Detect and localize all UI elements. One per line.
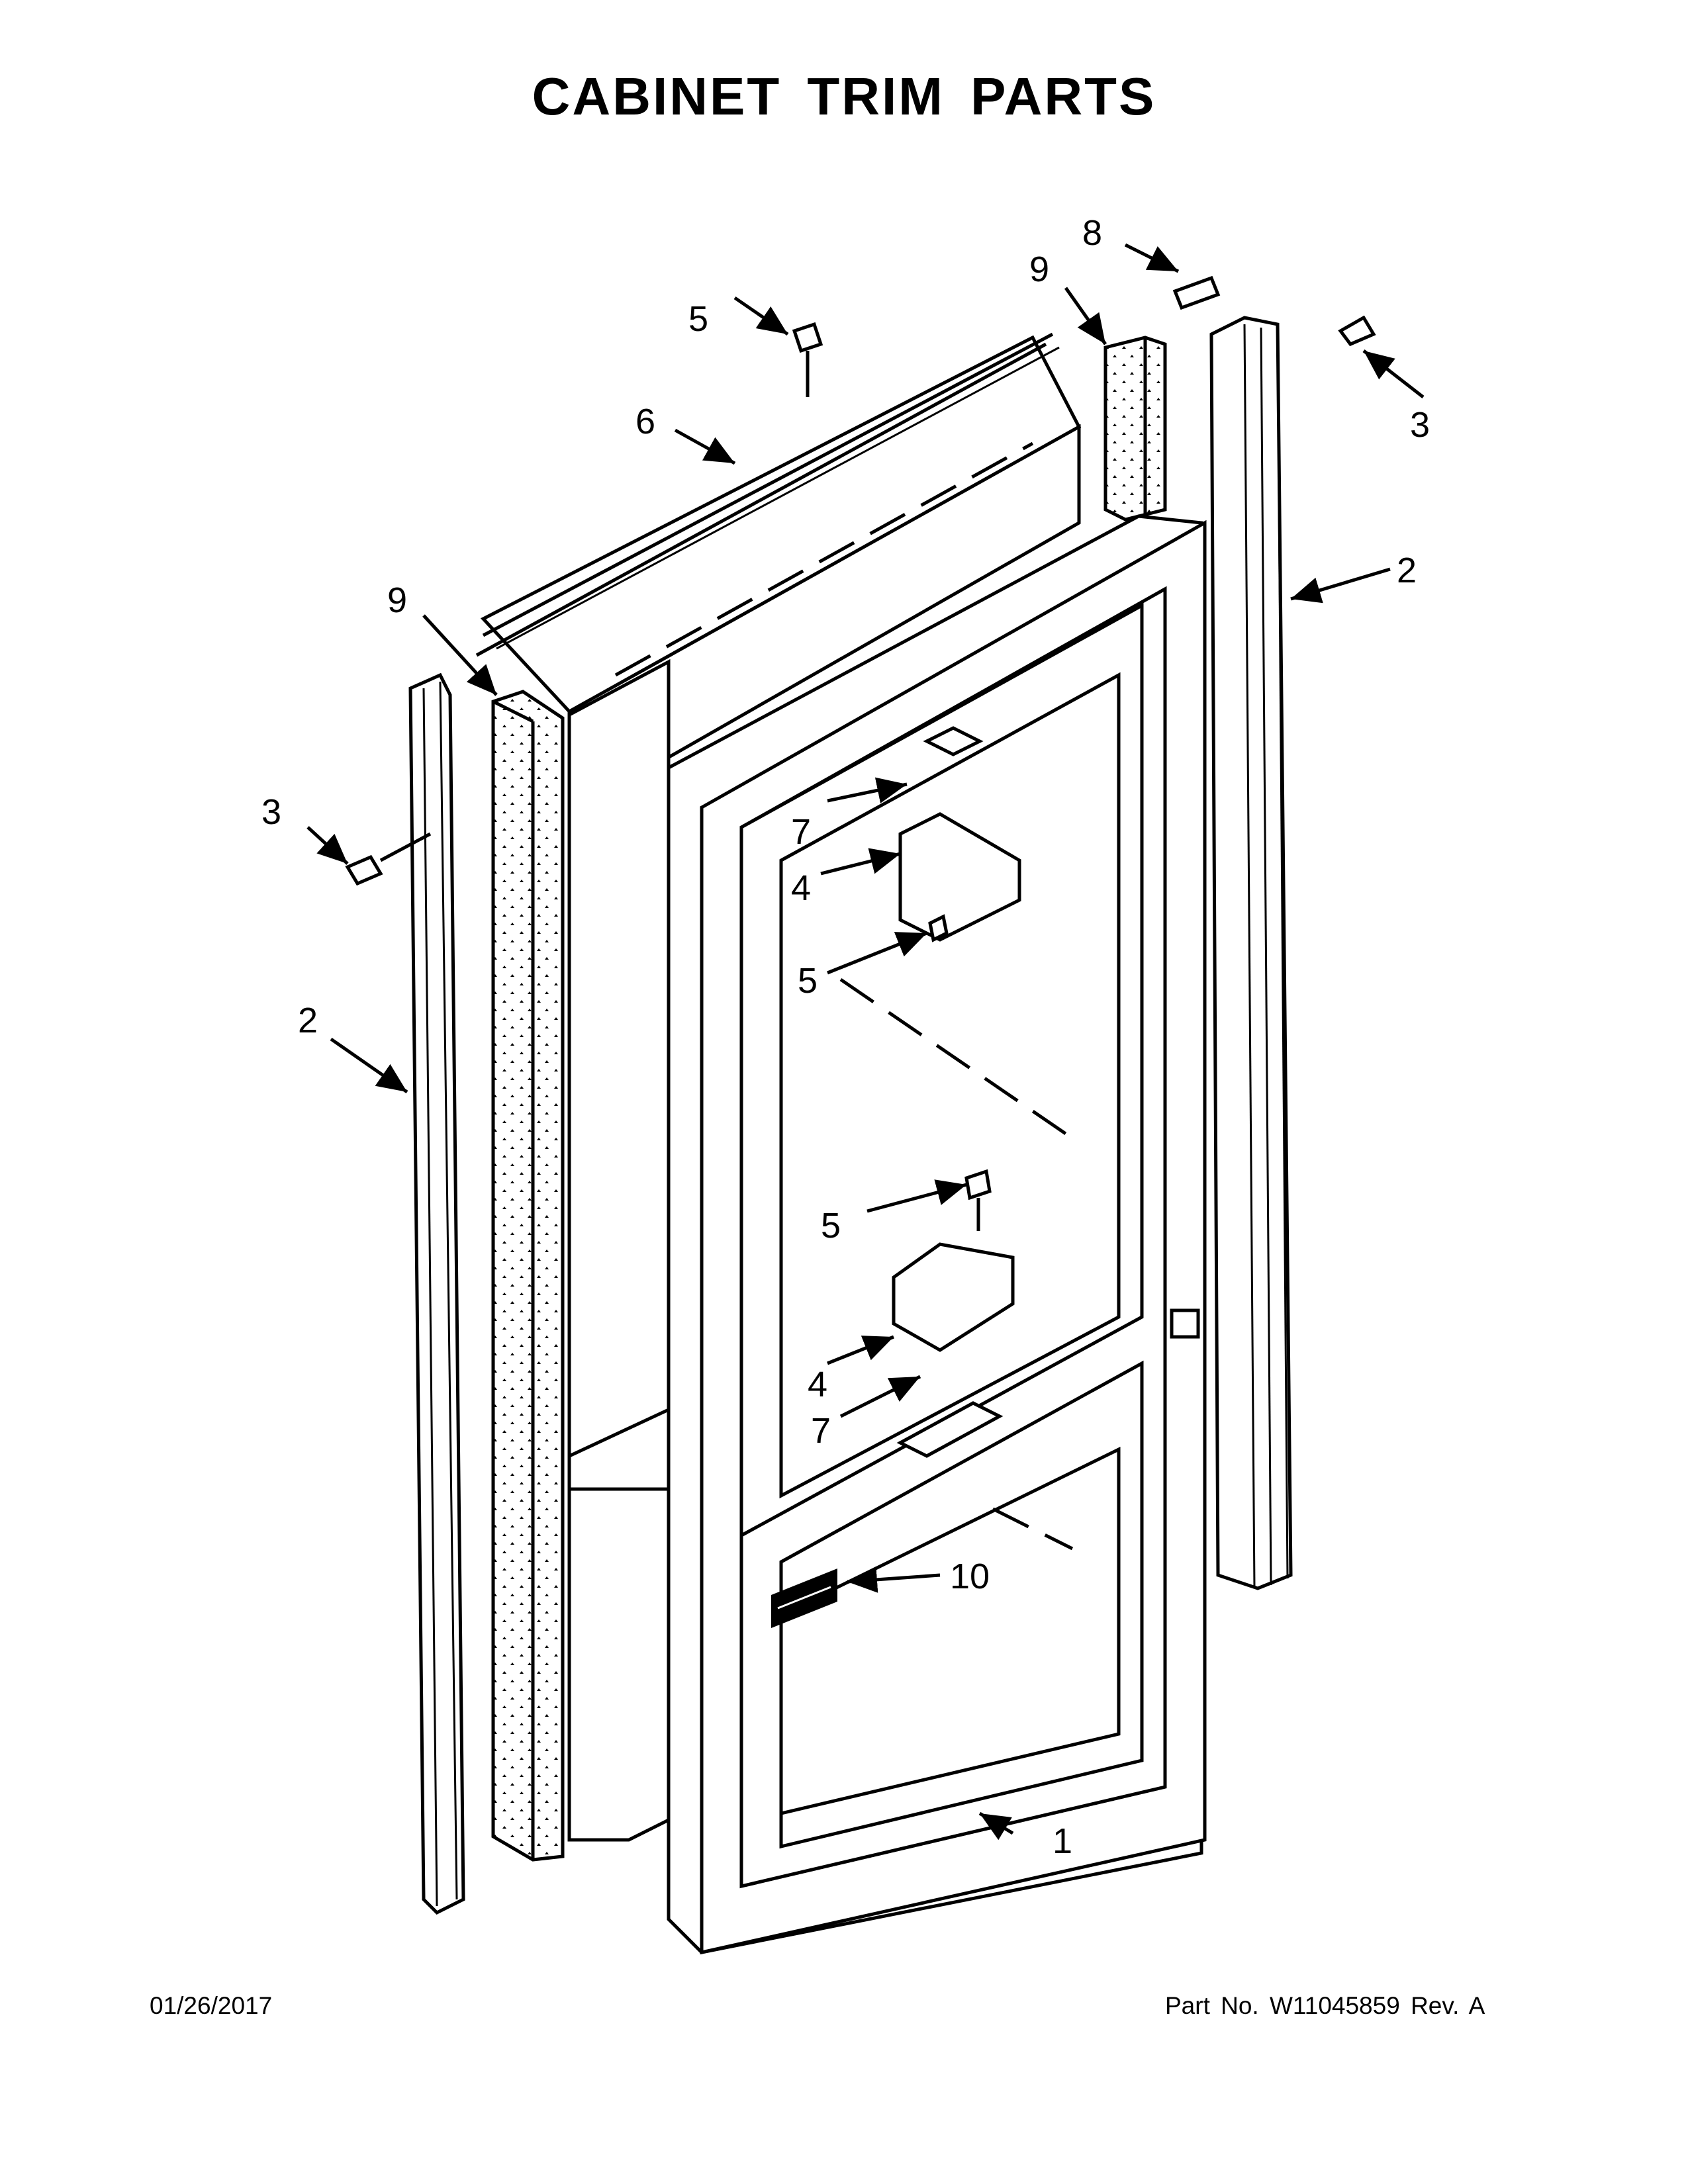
- callout-4-upper: 4: [791, 868, 811, 908]
- lower-hinge-bracket: [892, 1242, 1015, 1458]
- leader-arrows: [306, 243, 1425, 1841]
- callout-9-right: 9: [1029, 250, 1049, 289]
- callout-5-top: 5: [688, 299, 708, 339]
- cabinet-side: [567, 659, 671, 1842]
- callout-1: 1: [1053, 1821, 1072, 1861]
- callout-2-right: 2: [1397, 551, 1417, 590]
- callout-3-left: 3: [261, 792, 281, 832]
- screws: [345, 275, 1376, 1231]
- rating-label: [771, 1569, 837, 1628]
- right-trim-rail: [1209, 316, 1293, 1590]
- callout-6: 6: [635, 402, 655, 441]
- callout-5-lower: 5: [821, 1206, 841, 1246]
- right-foam-strip: [1103, 336, 1167, 522]
- footer-part-number: Part No. W11045859 Rev. A: [1165, 1992, 1485, 2019]
- callout-5-mid: 5: [798, 961, 818, 1001]
- upper-hinge-bracket: [898, 726, 1021, 942]
- callouts: 1 2 2 3 3 4 4 5 5 5 6 7 7 8 9 9 10: [261, 213, 1430, 1861]
- callout-9-left: 9: [387, 580, 407, 620]
- callout-4-lower: 4: [808, 1365, 827, 1404]
- callout-10: 10: [950, 1557, 990, 1596]
- footer-date: 01/26/2017: [150, 1992, 273, 2019]
- callout-8: 8: [1082, 213, 1102, 253]
- left-foam-strip: [491, 690, 565, 1862]
- front-trim-frame: [667, 514, 1207, 1955]
- callout-2-left: 2: [298, 1001, 318, 1040]
- left-trim-rail: [408, 672, 465, 1915]
- callout-7-upper: 7: [791, 812, 811, 852]
- callout-3-right: 3: [1410, 405, 1430, 445]
- callout-7-lower: 7: [811, 1411, 831, 1451]
- page-title: CABINET TRIM PARTS: [532, 67, 1156, 126]
